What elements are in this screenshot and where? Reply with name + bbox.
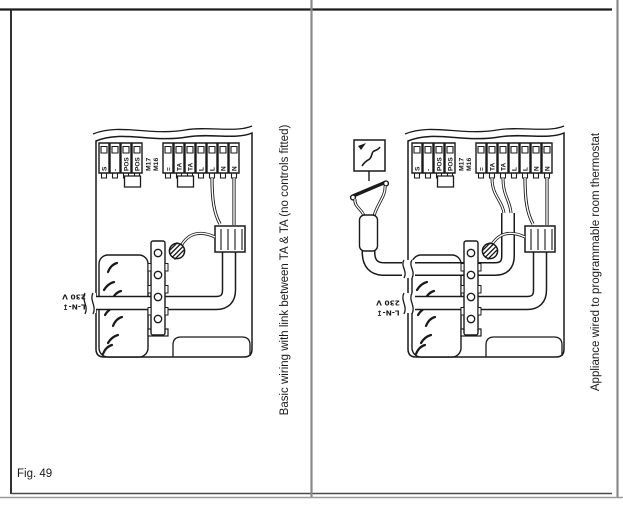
terminal-label-pos2: POS: [447, 157, 454, 171]
diagram-basic-wiring: S - POS POS M17 M16 = TA TA L L N N: [83, 125, 253, 358]
clamp-hole: [153, 248, 163, 258]
chassis-break-line: [92, 125, 253, 135]
clamp-notches: [147, 263, 169, 316]
ta-wire-1-core: [491, 177, 505, 214]
terminal-label-s: S: [414, 166, 421, 171]
terminal-label-ta1: TA: [176, 163, 183, 171]
clamp-hole: [153, 314, 163, 324]
connector-ref-m17: M17: [146, 158, 153, 171]
terminal-label-ta2: TA: [187, 163, 194, 171]
clamp-hole: [466, 248, 476, 258]
ta-wire-2-core: [502, 177, 512, 214]
terminal-label-l1: L: [198, 167, 205, 171]
terminal-label-s: S: [101, 166, 108, 171]
mains-cable-core: [404, 250, 546, 309]
clamp-notches: [460, 263, 482, 316]
cable-break-marks: [402, 259, 414, 279]
mains-voltage-text: 230 V: [376, 299, 400, 308]
terminal-label-pos1: POS: [123, 157, 130, 171]
figure-number: Fig. 49: [17, 468, 53, 480]
terminal-link-tab: [436, 175, 455, 188]
terminal-screw-holes: [413, 145, 551, 154]
terminal-label-n2: N: [231, 166, 238, 171]
mains-cable-core: [88, 250, 235, 309]
terminal-label-earth: =: [478, 167, 485, 171]
screw-hatch: [169, 242, 185, 260]
inner-panel-outline: [172, 336, 251, 357]
terminal-label-n2: N: [544, 166, 551, 171]
terminal-label-ta2: TA: [500, 163, 507, 171]
mains-voltage-label-right: L-N-↧ 230 V: [376, 298, 400, 318]
diagram-thermostat-wiring: S - POS POS M17 M16 = TA TA L L N N: [349, 125, 565, 358]
terminal-label-pos1: POS: [436, 157, 443, 171]
switch-wire-1-core: [354, 198, 365, 217]
thermostat-flag-icon: [358, 143, 366, 150]
left-diagram-caption: Basic wiring with link between TA & TA (…: [279, 124, 291, 416]
terminal-label-l2: L: [209, 167, 216, 171]
cable-break-marks: [83, 292, 95, 315]
thermostat-box: [353, 139, 386, 172]
switch-contact: [349, 194, 357, 201]
mains-voltage-label-left: L-N-↧ 230 V: [62, 292, 86, 312]
mains-voltage-text: 230 V: [62, 293, 86, 302]
terminal-label-n1: N: [220, 166, 227, 171]
thermostat-cable-sheath: [358, 214, 379, 252]
screw-hatch: [482, 242, 498, 260]
live-wire-core: [524, 177, 534, 225]
terminal-link-tabs: [123, 175, 195, 188]
terminal-label-pos2: POS: [134, 157, 141, 171]
switch-wire-2-core: [373, 185, 386, 217]
terminal-label-n1: N: [533, 166, 540, 171]
right-diagram-caption: Appliance wired to programmable room the…: [590, 132, 602, 392]
terminal-label-l1: L: [511, 167, 518, 171]
thermostat-cable-core: [363, 213, 514, 275]
earth-wire-core: [180, 232, 216, 247]
mains-wires-text: L-N-↧: [376, 308, 400, 318]
terminal-screw-holes: [100, 145, 238, 154]
clamp-hole: [153, 292, 163, 302]
connector-ref-m16: M16: [153, 158, 160, 171]
clamp-hole: [466, 270, 476, 280]
clamp-hole: [153, 270, 163, 280]
terminal-label-l2: L: [522, 167, 529, 171]
conductor-block-wires: [220, 229, 243, 250]
clamp-hole: [466, 314, 476, 324]
terminal-label-earth: =: [165, 167, 172, 171]
clamp-hole: [466, 292, 476, 302]
switch-contact: [382, 180, 390, 187]
conductor-block-wires: [530, 229, 553, 250]
terminal-label-ta1: TA: [489, 163, 496, 171]
terminal-label-minus: -: [112, 169, 119, 171]
live-wire-core: [211, 177, 221, 225]
conductor-block: [214, 225, 246, 253]
thermostat-wave-icon: [361, 146, 381, 167]
chassis-break-line: [404, 125, 565, 135]
inner-panel-outline: [485, 336, 563, 357]
conductor-block: [524, 225, 556, 253]
switch-bar: [352, 180, 387, 198]
connector-ref-m16: M16: [466, 158, 473, 171]
mains-wires-text: L-N-↧: [62, 302, 86, 312]
terminal-label-minus: -: [425, 169, 432, 171]
connector-ref-m17: M17: [459, 158, 466, 171]
cable-break-marks: [402, 292, 414, 315]
